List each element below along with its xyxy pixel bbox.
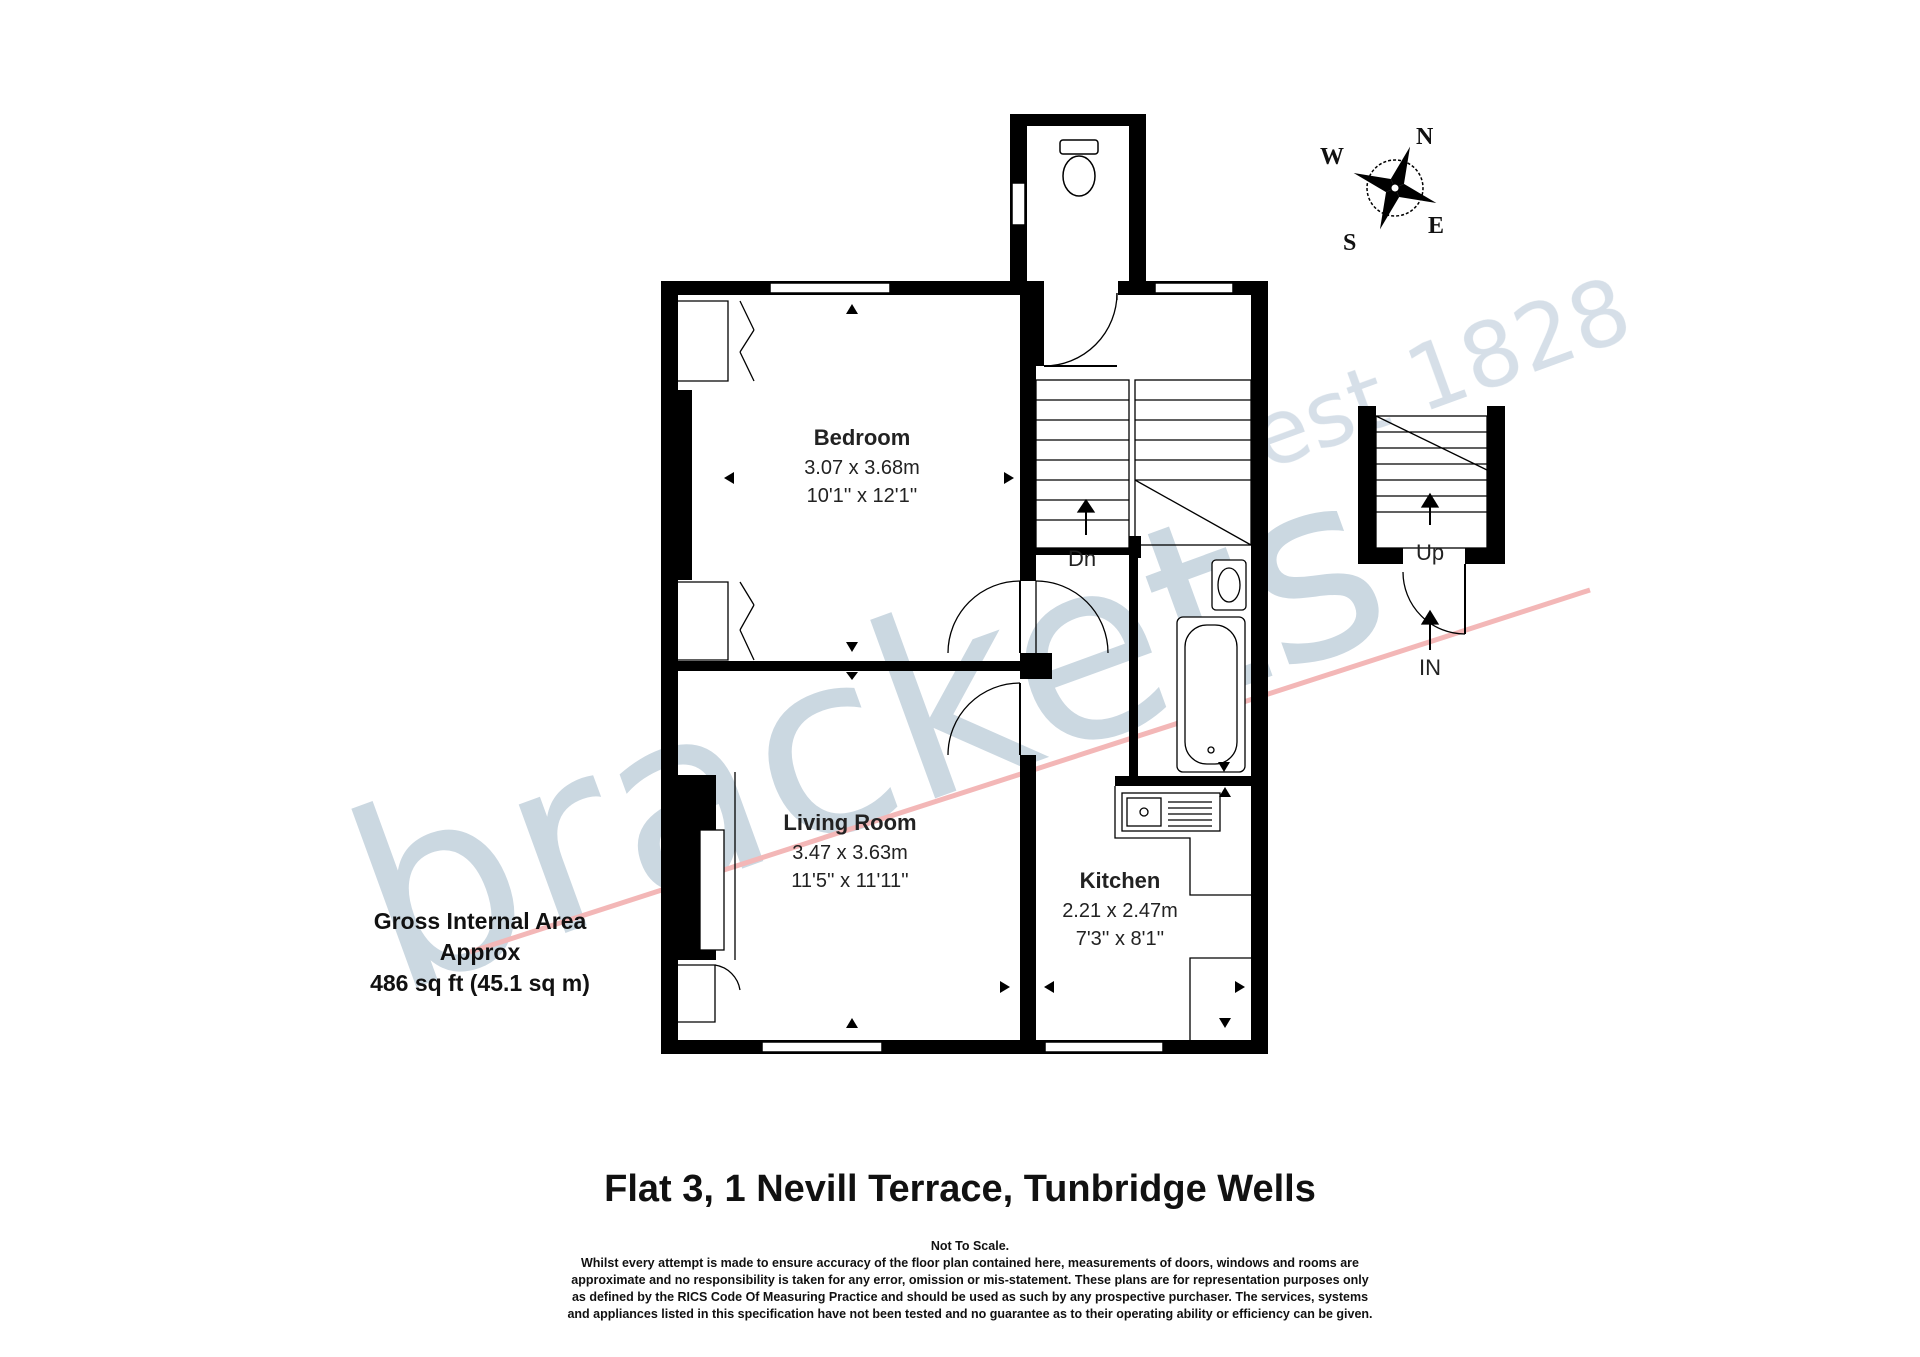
kitchen-imperial: 7'3'' x 8'1'' bbox=[1076, 928, 1165, 950]
bedroom-metric: 3.07 x 3.68m bbox=[804, 457, 920, 479]
gia-value: 486 sq ft (45.1 sq m) bbox=[370, 970, 590, 996]
compass-s: S bbox=[1343, 230, 1356, 256]
disclaimer-heading: Not To Scale. bbox=[930, 1239, 1010, 1253]
wardrobes bbox=[678, 300, 755, 1023]
compass-e: E bbox=[1428, 213, 1444, 239]
stairs-down-label: Dn bbox=[1068, 546, 1096, 571]
kitchen-metric: 2.21 x 2.47m bbox=[1062, 900, 1178, 922]
compass-rose-icon bbox=[1353, 146, 1437, 230]
windows bbox=[761, 182, 1234, 1053]
living-room-imperial: 11'5'' x 11'11'' bbox=[791, 870, 908, 892]
bedroom-name: Bedroom bbox=[814, 425, 911, 450]
kitchen-name: Kitchen bbox=[1080, 868, 1161, 893]
doors bbox=[947, 292, 1466, 756]
room-bedroom: Bedroom 3.07 x 3.68m 10'1'' x 12'1'' bbox=[804, 425, 920, 507]
disclaimer-line: Whilst every attempt is made to ensure a… bbox=[581, 1256, 1359, 1270]
gia-approx: Approx bbox=[439, 939, 521, 965]
gross-internal-area: Gross Internal Area Approx 486 sq ft (45… bbox=[330, 906, 630, 999]
disclaimer-line: as defined by the RICS Code Of Measuring… bbox=[571, 1290, 1369, 1304]
gia-heading: Gross Internal Area bbox=[373, 908, 587, 934]
compass-n: N bbox=[1416, 124, 1434, 150]
stairs-up-label: Up bbox=[1416, 540, 1444, 565]
compass-w: W bbox=[1320, 144, 1344, 170]
kitchen-fixtures bbox=[1114, 786, 1251, 1040]
measurement-markers bbox=[724, 304, 1245, 1028]
living-room-metric: 3.47 x 3.63m bbox=[792, 842, 908, 864]
toilet-icon bbox=[1059, 139, 1099, 197]
room-kitchen: Kitchen 2.21 x 2.47m 7'3'' x 8'1'' bbox=[1062, 868, 1178, 950]
property-title: Flat 3, 1 Nevill Terrace, Tunbridge Well… bbox=[604, 1168, 1316, 1210]
sink-icon bbox=[1121, 792, 1221, 832]
living-room-name: Living Room bbox=[783, 810, 916, 835]
disclaimer: Not To Scale. Whilst every attempt is ma… bbox=[510, 1238, 1430, 1323]
entrance-staircase bbox=[1375, 415, 1488, 650]
bedroom-imperial: 10'1'' x 12'1'' bbox=[807, 485, 918, 507]
main-staircase bbox=[1035, 379, 1252, 549]
disclaimer-line: and appliances listed in this specificat… bbox=[567, 1307, 1373, 1321]
watermark-tagline: est 1828 bbox=[1237, 257, 1644, 491]
bathroom-fixtures bbox=[1176, 559, 1247, 773]
disclaimer-line: approximate and no responsibility is tak… bbox=[571, 1273, 1369, 1287]
entrance-label: IN bbox=[1419, 655, 1441, 680]
room-living: Living Room 3.47 x 3.63m 11'5'' x 11'11'… bbox=[783, 810, 916, 892]
